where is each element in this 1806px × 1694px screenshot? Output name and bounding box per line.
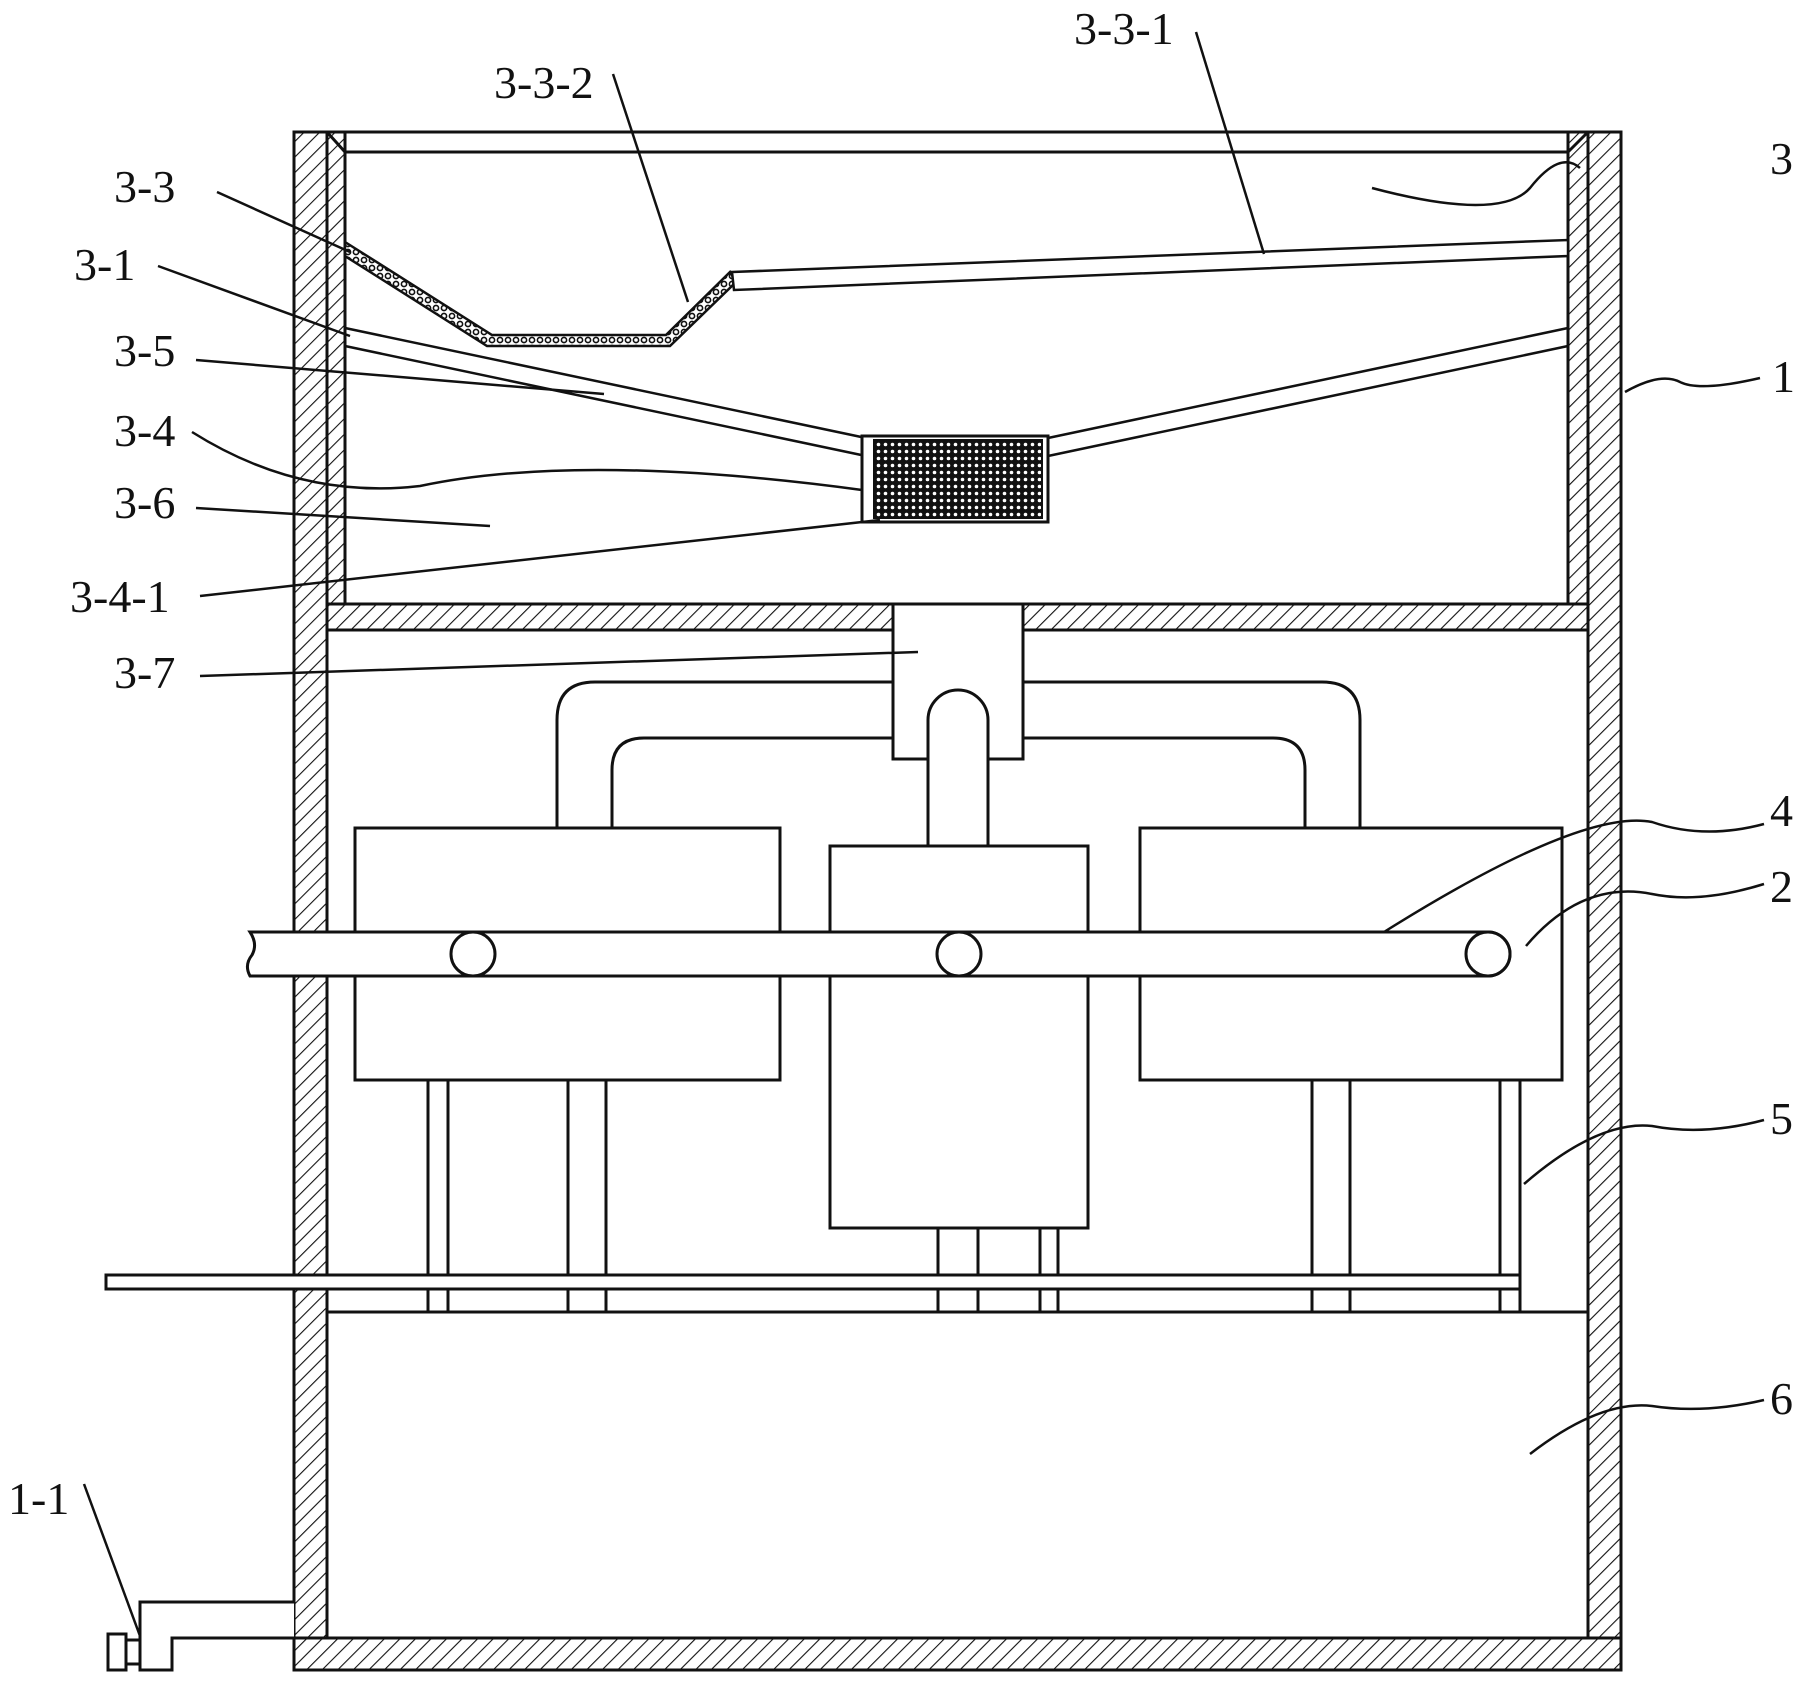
filter-cartridge <box>860 434 1050 524</box>
label-3-7: 3-7 <box>114 647 175 698</box>
callout-labels: 3-3-1 3-3-2 3 3-3 3-1 3-5 1 3-4 3-6 3-4-… <box>8 3 1795 1524</box>
label-3-6: 3-6 <box>114 477 175 528</box>
label-3-3: 3-3 <box>114 161 175 212</box>
label-1: 1 <box>1772 351 1795 402</box>
label-3: 3 <box>1770 133 1793 184</box>
label-3-3-1: 3-3-1 <box>1074 3 1174 54</box>
roller-left <box>449 930 497 978</box>
tray-plate <box>104 1273 1522 1291</box>
sloped-bottom <box>344 326 1569 458</box>
center-box <box>828 844 1090 1230</box>
label-2: 2 <box>1770 861 1793 912</box>
housing <box>292 130 1623 1672</box>
conveyor <box>245 930 1512 978</box>
screen-plate <box>343 238 1570 348</box>
housing-left-wall <box>292 130 329 1672</box>
upper-tank-floor <box>325 602 895 632</box>
label-3-3-2: 3-3-2 <box>494 57 594 108</box>
label-3-1: 3-1 <box>74 239 135 290</box>
center-pipe <box>926 688 990 846</box>
label-5: 5 <box>1770 1093 1793 1144</box>
housing-right-wall <box>1586 130 1623 1672</box>
label-3-4-1: 3-4-1 <box>70 571 170 622</box>
screen-plate-3-3-1 <box>730 238 1570 292</box>
roller-center <box>935 930 983 978</box>
pipes <box>555 680 1362 846</box>
screen-mesh <box>343 239 738 348</box>
filter-media <box>873 439 1043 519</box>
label-3-5: 3-5 <box>114 325 175 376</box>
housing-bottom-wall <box>292 1636 1623 1672</box>
roller-right <box>1464 930 1512 978</box>
drain-valve <box>106 1600 294 1672</box>
label-4: 4 <box>1770 785 1793 836</box>
upper-tank-floor-right <box>1021 602 1590 632</box>
upper-tank-right-liner <box>1566 130 1590 606</box>
upper-tank-left-liner <box>325 130 347 606</box>
label-6: 6 <box>1770 1373 1793 1424</box>
label-1-1: 1-1 <box>8 1473 69 1524</box>
label-3-4: 3-4 <box>114 405 175 456</box>
leader-lines <box>82 31 1765 1637</box>
